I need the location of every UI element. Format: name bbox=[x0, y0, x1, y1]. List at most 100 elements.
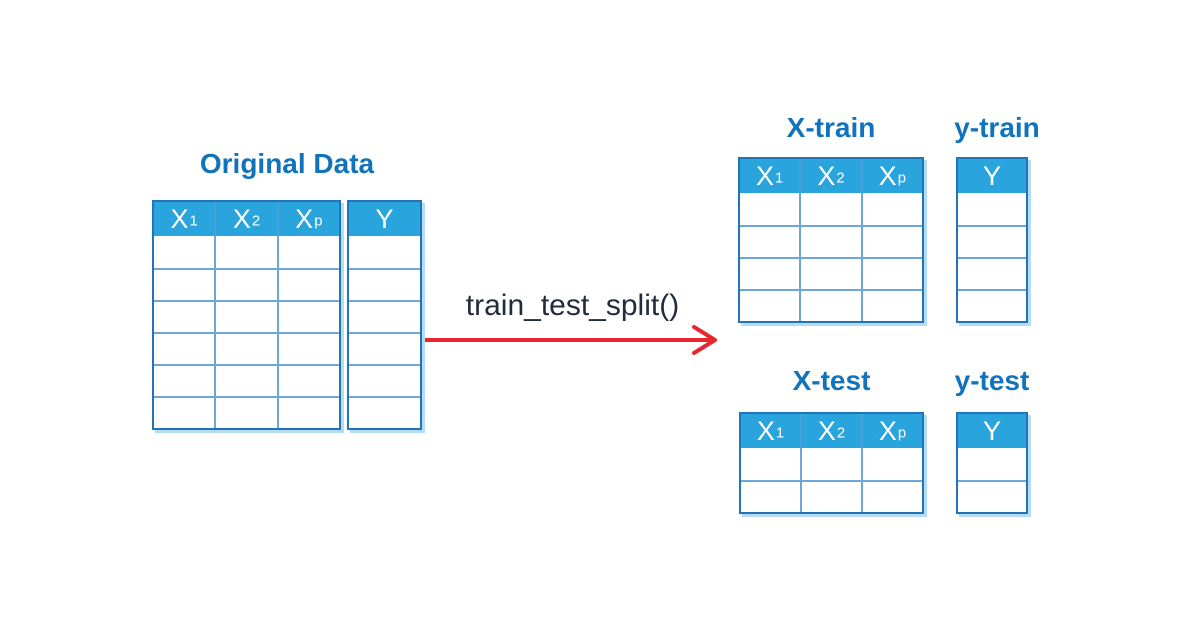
table-row bbox=[154, 364, 339, 396]
table-cell bbox=[799, 193, 860, 225]
table-cell bbox=[349, 270, 420, 300]
table-cell bbox=[276, 398, 339, 428]
table-cell bbox=[349, 302, 420, 332]
table-cell bbox=[958, 227, 1026, 257]
table-cell bbox=[741, 482, 800, 512]
table-cell bbox=[214, 398, 276, 428]
table-cell bbox=[799, 291, 860, 321]
table-row bbox=[958, 448, 1026, 480]
split-arrow bbox=[424, 320, 720, 360]
table-cell bbox=[800, 482, 861, 512]
table-row bbox=[740, 193, 922, 225]
table-cell bbox=[154, 334, 214, 364]
table-cell bbox=[154, 236, 214, 268]
table-cell bbox=[154, 270, 214, 300]
table-cell bbox=[740, 193, 799, 225]
x-train-title: X-train bbox=[786, 112, 876, 143]
table-row bbox=[154, 396, 339, 428]
table-cell bbox=[349, 236, 420, 268]
table-cell bbox=[740, 291, 799, 321]
table-row bbox=[740, 289, 922, 321]
table-header-row: Y bbox=[349, 202, 420, 236]
table-cell bbox=[214, 236, 276, 268]
table-cell bbox=[154, 398, 214, 428]
y-train-table: Y bbox=[956, 157, 1028, 323]
table-row bbox=[349, 396, 420, 428]
table-row bbox=[958, 480, 1026, 512]
column-header: Y bbox=[375, 203, 394, 234]
table-row bbox=[154, 300, 339, 332]
table-cell bbox=[276, 270, 339, 300]
table-row bbox=[741, 480, 922, 512]
table-cell bbox=[214, 366, 276, 396]
table-row bbox=[154, 332, 339, 364]
table-cell bbox=[958, 193, 1026, 225]
table-cell bbox=[741, 448, 800, 480]
table-row bbox=[958, 225, 1026, 257]
table-row bbox=[349, 236, 420, 268]
table-cell bbox=[214, 302, 276, 332]
table-row bbox=[349, 268, 420, 300]
y-train-title: y-train bbox=[954, 112, 1040, 143]
table-cell bbox=[349, 366, 420, 396]
y-test-title: y-test bbox=[954, 365, 1030, 396]
table-cell bbox=[958, 291, 1026, 321]
table-row bbox=[740, 225, 922, 257]
table-cell bbox=[349, 398, 420, 428]
table-row bbox=[154, 268, 339, 300]
original-data-title: Original Data bbox=[199, 148, 375, 179]
function-call-label: train_test_split() bbox=[465, 289, 680, 322]
table-cell bbox=[860, 227, 922, 257]
table-cell bbox=[276, 302, 339, 332]
table-cell bbox=[861, 482, 922, 512]
table-row bbox=[958, 257, 1026, 289]
x-test-title: X-test bbox=[792, 365, 871, 396]
table-cell bbox=[799, 259, 860, 289]
table-cell bbox=[860, 291, 922, 321]
table-cell bbox=[800, 448, 861, 480]
table-cell bbox=[860, 259, 922, 289]
column-header: Y bbox=[982, 160, 1001, 191]
table-cell bbox=[349, 334, 420, 364]
table-cell bbox=[861, 448, 922, 480]
table-cell bbox=[958, 448, 1026, 480]
table-cell bbox=[154, 366, 214, 396]
table-header-row: Y bbox=[958, 159, 1026, 193]
table-cell bbox=[276, 366, 339, 396]
table-cell bbox=[799, 227, 860, 257]
table-row bbox=[349, 332, 420, 364]
table-cell bbox=[958, 259, 1026, 289]
y-test-table: Y bbox=[956, 412, 1028, 514]
table-row bbox=[349, 364, 420, 396]
table-cell bbox=[740, 259, 799, 289]
table-cell bbox=[214, 334, 276, 364]
table-row bbox=[958, 289, 1026, 321]
column-header: Y bbox=[982, 415, 1001, 446]
table-cell bbox=[276, 236, 339, 268]
table-cell bbox=[276, 334, 339, 364]
table-row bbox=[154, 236, 339, 268]
original-y-table: Y bbox=[347, 200, 422, 430]
table-cell bbox=[214, 270, 276, 300]
table-row bbox=[349, 300, 420, 332]
table-row bbox=[741, 448, 922, 480]
table-cell bbox=[860, 193, 922, 225]
table-cell bbox=[958, 482, 1026, 512]
arrow-right-icon bbox=[425, 325, 717, 355]
table-header-row: Y bbox=[958, 414, 1026, 448]
